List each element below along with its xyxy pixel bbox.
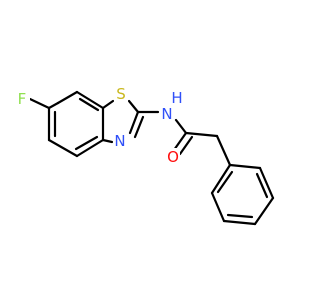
amide-nitrogen-label: N <box>161 105 172 123</box>
atom-fluorine: F <box>16 90 30 108</box>
atom-amide-nitrogen: N <box>160 105 174 123</box>
carbonyl-oxygen-label: O <box>167 148 179 166</box>
atom-carbonyl-oxygen: O <box>166 148 180 166</box>
carbonyl-ch2-bond <box>184 131 219 138</box>
thiazole-ring <box>101 99 145 144</box>
phenyl-ring <box>210 163 275 226</box>
atom-amide-hydrogen: H <box>170 89 184 107</box>
c-f-bond <box>28 97 51 110</box>
ring-nitrogen-label: N <box>114 132 125 150</box>
amide-hydrogen-label: H <box>171 89 182 107</box>
benzene-ring-fused <box>47 90 105 158</box>
n-carbonyl-bond <box>174 118 188 135</box>
carbonyl-double-bond <box>172 131 194 156</box>
fluorine-label: F <box>18 90 27 108</box>
sulfur-label: S <box>116 85 126 103</box>
molecule-structure: F S N N H O <box>16 85 275 226</box>
atom-ring-nitrogen: N <box>113 132 127 150</box>
ch2-phenyl-bond <box>215 134 232 167</box>
atom-sulfur: S <box>114 85 128 103</box>
